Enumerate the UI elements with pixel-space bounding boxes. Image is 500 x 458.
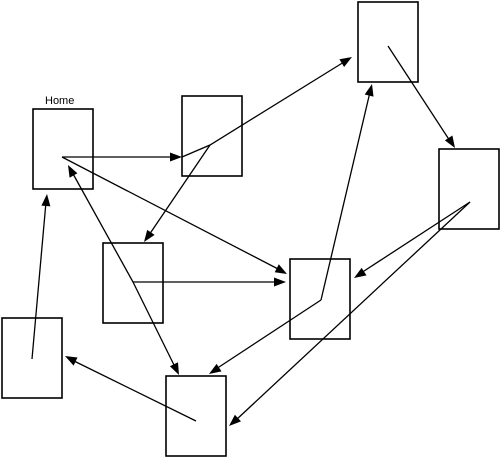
link-page-e-to-page-c xyxy=(320,84,374,301)
link-page-e-to-page-g xyxy=(209,299,322,374)
node-page-b xyxy=(181,95,243,177)
node-home xyxy=(32,108,94,190)
link-page-b-to-page-d xyxy=(144,144,211,242)
node-page-e xyxy=(289,258,351,340)
links xyxy=(31,45,471,426)
node-page-c xyxy=(357,1,419,83)
link-page-h-to-home xyxy=(31,194,51,360)
link-page-f-to-page-e xyxy=(354,201,471,278)
link-home-to-page-e xyxy=(61,156,287,274)
link-page-d-to-home xyxy=(68,165,134,283)
link-home-to-page-b xyxy=(62,152,182,162)
node-label-home: Home xyxy=(45,95,74,107)
link-page-g-to-page-h xyxy=(65,356,197,422)
node-page-g xyxy=(165,375,227,457)
link-page-d-to-page-e xyxy=(133,277,286,287)
link-page-c-to-page-f xyxy=(387,45,455,148)
link-page-d-to-page-g xyxy=(132,281,179,375)
link-page-f-to-page-g xyxy=(229,201,471,426)
